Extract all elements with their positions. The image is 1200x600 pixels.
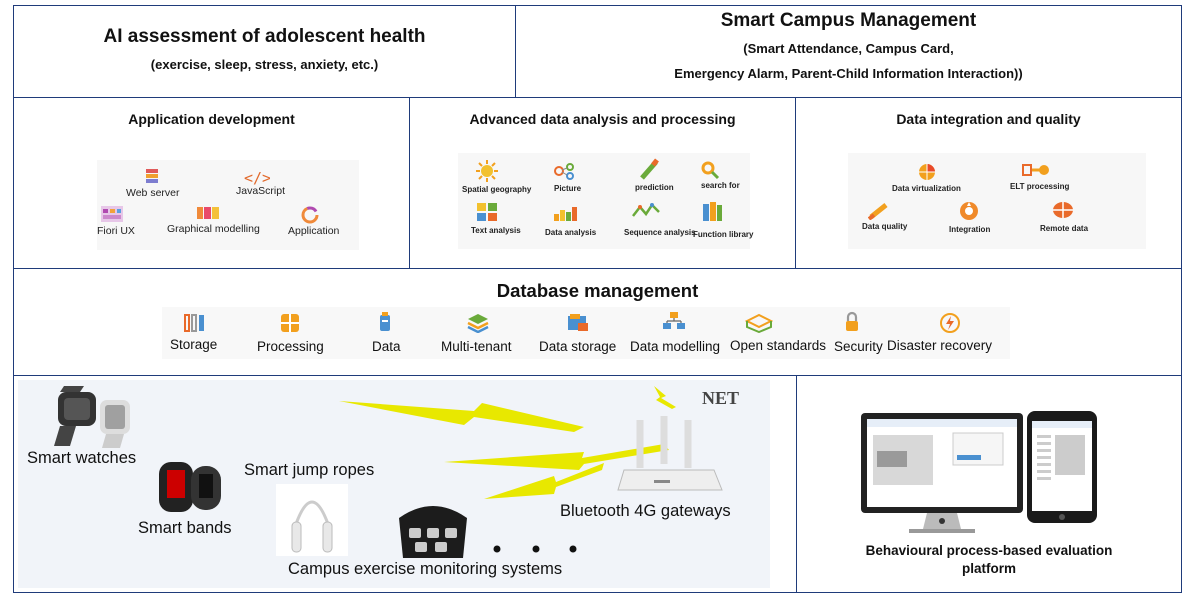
data-icon	[380, 312, 390, 331]
data-quality-icon	[868, 203, 888, 220]
campus-monitoring-label: Campus exercise monitoring systems	[288, 560, 563, 578]
javascript-label: JavaScript	[236, 185, 286, 197]
disaster-recovery-label: Disaster recovery	[887, 338, 993, 353]
desktop-monitor-icon	[861, 413, 1023, 533]
wireless-signal-lightning	[339, 386, 676, 499]
spatial-geography-icon	[476, 160, 498, 182]
data-analysis-title: Advanced data analysis and processing	[469, 111, 736, 127]
open-standards-icon	[745, 313, 773, 333]
application-label: Application	[288, 225, 340, 237]
processing-label: Processing	[257, 339, 324, 354]
evaluation-platform-line1: Behavioural process-based evaluation	[865, 543, 1113, 558]
sequence-analysis-icon	[632, 203, 660, 217]
data-storage-icon	[568, 314, 588, 331]
text-analysis-label: Text analysis	[471, 226, 521, 235]
ai-assessment-box: AI assessment of adolescent health (exer…	[13, 5, 516, 98]
svg-text:</>: </>	[244, 169, 270, 186]
search-icon	[701, 161, 720, 180]
smartphone-icon	[1027, 411, 1097, 523]
remote-data-label: Remote data	[1040, 224, 1089, 233]
spatial-geography-label: Spatial geography	[462, 185, 532, 194]
sequence-analysis-label: Sequence analysis	[624, 228, 696, 237]
bluetooth-gateways-label: Bluetooth 4G gateways	[560, 502, 731, 520]
graphical-modelling-icon	[197, 207, 219, 219]
data-quality-label: Data quality	[862, 222, 908, 231]
code-icon: </>	[244, 169, 270, 186]
smart-campus-box: Smart Campus Management (Smart Attendanc…	[515, 5, 1182, 98]
integration-label: Integration	[949, 225, 991, 234]
smart-band-icon	[159, 462, 221, 512]
data-modelling-icon	[663, 312, 685, 329]
data-modelling-label: Data modelling	[630, 339, 721, 354]
storage-label: Storage	[170, 337, 218, 352]
app-dev-box: Application development Web server </> J…	[13, 97, 410, 269]
ellipsis-dots	[493, 545, 577, 553]
app-dev-title: Application development	[128, 111, 295, 127]
search-for-label: search for	[701, 181, 740, 190]
elt-processing-label: ELT processing	[1010, 182, 1070, 191]
smart-campus-title: Smart Campus Management	[720, 10, 977, 31]
app-dev-panel	[97, 160, 359, 250]
data-integration-title: Data integration and quality	[896, 111, 1081, 127]
multi-tenant-label: Multi-tenant	[441, 339, 512, 354]
smart-watches-label: Smart watches	[27, 449, 137, 467]
function-library-label: Function library	[693, 230, 754, 239]
evaluation-platform-line2: platform	[962, 561, 1016, 576]
fiori-ux-label: Fiori UX	[97, 225, 135, 237]
picture-label: Picture	[554, 184, 582, 193]
net-label: NET	[702, 388, 740, 408]
text-analysis-icon	[477, 203, 497, 221]
data-analysis-icon	[554, 207, 577, 221]
processing-icon	[281, 314, 299, 332]
database-box: Database management Storage Processing D…	[13, 268, 1182, 376]
smart-bands-label: Smart bands	[138, 519, 232, 537]
monitoring-kit-icon	[399, 506, 467, 558]
elt-processing-icon	[1022, 164, 1049, 176]
devices-box: NET Smart watches Smart bands Smart jump…	[13, 375, 797, 593]
bluetooth-gateway-router-icon	[617, 416, 723, 491]
data-analysis-panel	[458, 153, 750, 249]
data-analysis-box: Advanced data analysis and processing Sp…	[409, 97, 796, 269]
database-title: Database management	[496, 280, 699, 301]
web-server-label: Web server	[126, 187, 180, 199]
integration-icon	[960, 202, 978, 220]
web-server-icon	[146, 169, 158, 183]
security-lock-icon	[846, 311, 858, 331]
storage-icon	[184, 314, 204, 332]
prediction-label: prediction	[635, 183, 674, 192]
ai-assessment-subtitle: (exercise, sleep, stress, anxiety, etc.)	[150, 57, 379, 72]
data-analysis-label: Data analysis	[545, 228, 597, 237]
smart-jump-ropes-label: Smart jump ropes	[244, 461, 375, 479]
smart-campus-subtitle-line1: (Smart Attendance, Campus Card,	[743, 41, 954, 56]
data-integration-box: Data integration and quality Data virtua…	[795, 97, 1182, 269]
function-library-icon	[703, 202, 722, 221]
multi-tenant-icon	[467, 314, 489, 333]
data-virtualization-icon	[919, 164, 935, 180]
picture-icon	[554, 163, 574, 180]
data-storage-label: Data storage	[539, 339, 617, 354]
ai-assessment-title: AI assessment of adolescent health	[103, 26, 426, 47]
data-label: Data	[372, 339, 401, 354]
graphical-modelling-label: Graphical modelling	[167, 223, 260, 235]
database-panel	[162, 307, 1010, 359]
fiori-ux-icon	[101, 206, 123, 222]
application-icon	[301, 206, 319, 224]
jump-rope-icon	[276, 484, 348, 556]
remote-data-icon	[1053, 202, 1073, 218]
disaster-recovery-icon	[940, 313, 960, 333]
data-virtualization-label: Data virtualization	[892, 184, 961, 193]
evaluation-platform-box: Behavioural process-based evaluation pla…	[796, 375, 1182, 593]
security-label: Security	[834, 339, 883, 354]
prediction-icon	[640, 158, 659, 180]
data-integration-panel	[848, 153, 1146, 249]
smart-watch-icon	[54, 386, 130, 448]
open-standards-label: Open standards	[730, 338, 827, 353]
smart-campus-subtitle-line2: Emergency Alarm, Parent-Child Informatio…	[674, 66, 1023, 81]
